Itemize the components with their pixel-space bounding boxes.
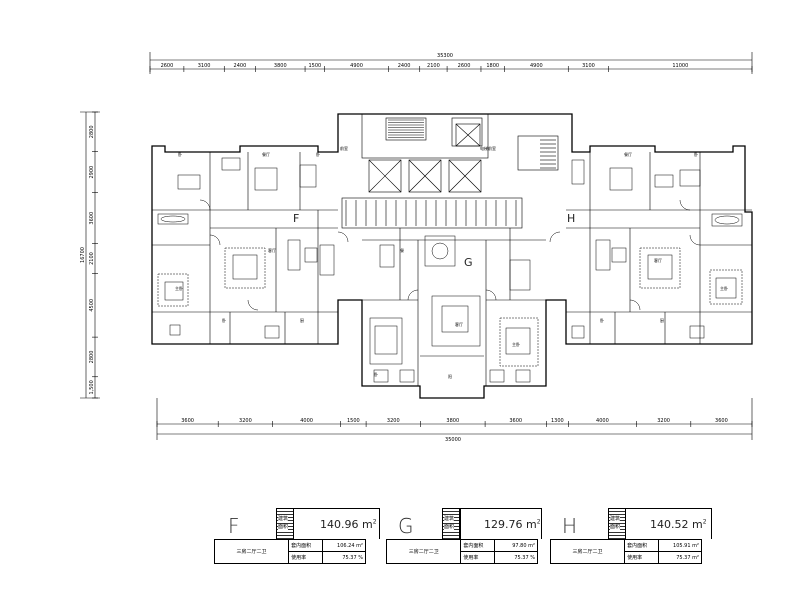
unit-letters: F G H xyxy=(293,212,575,269)
bottom-dim-segment-label: 3600 xyxy=(509,418,522,424)
left-dim-segment-label: 2800 xyxy=(89,125,95,138)
area-hatch-icon: 建筑 面积 xyxy=(276,508,294,540)
svg-text:客厅: 客厅 xyxy=(455,321,463,327)
furniture xyxy=(157,157,743,383)
summary-f: F 建筑 面积 140.96 m2 三房二厅二卫 套内面积 106.24 m² … xyxy=(213,508,380,568)
value-usage-rate: 75.37 % xyxy=(494,551,538,564)
bottom-dim-segment-label: 4000 xyxy=(300,418,313,424)
top-dim-segment-label: 2600 xyxy=(458,63,471,69)
area-table: 三房二厅二卫 套内面积 97.80 m² 使用率 75.37 % xyxy=(385,539,538,564)
left-total-dimension: 16700 xyxy=(80,247,86,263)
unit-letter-f: F xyxy=(293,212,299,225)
svg-text:餐厅: 餐厅 xyxy=(624,151,632,157)
svg-text:卧: 卧 xyxy=(178,151,182,157)
bottom-dim-segment-label: 1500 xyxy=(347,418,360,424)
label-inner-area: 套内面积 xyxy=(288,539,323,552)
left-dim-segment-label: 1,500 xyxy=(89,380,95,394)
unit-letter-g: G xyxy=(464,256,473,269)
label-usage-rate: 使用率 xyxy=(460,551,496,564)
top-dim-segment-label: 2400 xyxy=(398,63,411,69)
svg-text:前室: 前室 xyxy=(340,145,348,151)
left-dimension-lines xyxy=(80,111,100,399)
bottom-dimension-lines xyxy=(156,398,753,440)
bottom-dim-segment-label: 3200 xyxy=(387,418,400,424)
svg-text:餐厅: 餐厅 xyxy=(262,151,270,157)
svg-text:主卧: 主卧 xyxy=(512,341,520,347)
top-dimension-lines xyxy=(149,52,753,74)
room-partitions xyxy=(152,152,752,386)
left-dim-segment-label: 2900 xyxy=(89,166,95,179)
left-dim-segment-label: 3600 xyxy=(89,212,95,225)
area-table: 三房二厅二卫 套内面积 105.91 m² 使用率 75.37 m² xyxy=(549,539,703,564)
room-labels: 卧 餐厅 卧 客厅 主卧 卧 厨 卧 阳 客厅 主卧 餐 餐厅 卧 客厅 主卧 … xyxy=(175,145,728,379)
door-swings xyxy=(199,199,701,311)
area-hatch-icon: 建筑 面积 xyxy=(442,508,460,540)
bottom-dim-segment-label: 3800 xyxy=(446,418,459,424)
building-area: 140.96 m2 xyxy=(320,518,377,531)
svg-text:卧: 卧 xyxy=(374,371,378,377)
left-dim-segment-label: 4500 xyxy=(89,299,95,312)
label-usage-rate: 使用率 xyxy=(288,551,323,564)
top-dim-segment-label: 1800 xyxy=(486,63,499,69)
dimension-texts: 35300 35000 16700 2600 3100 2400 3800 1500 49… xyxy=(80,53,728,443)
bottom-dim-segment-label: 3200 xyxy=(657,418,670,424)
left-dim-segment-label: 2800 xyxy=(89,351,95,364)
building-outline xyxy=(151,113,753,399)
svg-text:卧: 卧 xyxy=(222,317,226,323)
svg-text:卧: 卧 xyxy=(694,151,698,157)
top-dim-segment-label: 2400 xyxy=(234,63,247,69)
value-usage-rate: 75.37 m² xyxy=(657,551,703,564)
value-inner-area: 106.24 m² xyxy=(321,539,367,552)
summary-letter: G xyxy=(398,514,414,538)
svg-text:厨: 厨 xyxy=(660,317,664,323)
svg-text:厨: 厨 xyxy=(300,317,304,323)
svg-text:卧: 卧 xyxy=(316,151,320,157)
summary-h: H 建筑 面积 140.52 m2 三房二厅二卫 套内面积 105.91 m² … xyxy=(549,508,714,568)
label-inner-area: 套内面积 xyxy=(460,539,496,552)
label-usage-rate: 使用率 xyxy=(624,551,659,564)
top-dim-segment-label: 4900 xyxy=(350,63,363,69)
building-area: 140.52 m2 xyxy=(650,518,707,531)
top-total-dimension: 35300 xyxy=(437,53,453,59)
room-type: 三房二厅二卫 xyxy=(549,539,626,564)
svg-text:主卧: 主卧 xyxy=(720,285,728,291)
top-dim-segment-label: 11000 xyxy=(672,63,688,69)
building-area: 129.76 m2 xyxy=(484,518,541,531)
svg-text:阳: 阳 xyxy=(448,373,452,379)
summary-g: G 建筑 面积 129.76 m2 三房二厅二卫 套内面积 97.80 m² 使… xyxy=(385,508,550,568)
summary-letter: F xyxy=(228,514,240,538)
summary-letter: H xyxy=(562,514,578,538)
bottom-dim-segment-label: 1300 xyxy=(551,418,564,424)
top-dim-segment-label: 1500 xyxy=(308,63,321,69)
area-hatch-icon: 建筑 面积 xyxy=(608,508,626,540)
bottom-dim-segment-label: 4000 xyxy=(596,418,609,424)
room-type: 三房二厅二卫 xyxy=(385,539,462,564)
core-stair-elevators xyxy=(341,113,559,229)
top-dim-segment-label: 4900 xyxy=(530,63,543,69)
room-type: 三房二厅二卫 xyxy=(213,539,290,564)
bottom-dim-segment-label: 3600 xyxy=(181,418,194,424)
bottom-total-dimension: 35000 xyxy=(445,437,461,443)
svg-text:主卧: 主卧 xyxy=(175,285,183,291)
unit-letter-h: H xyxy=(567,212,575,225)
top-dim-segment-label: 2100 xyxy=(427,63,440,69)
svg-text:电梯前室: 电梯前室 xyxy=(480,145,496,151)
value-usage-rate: 75.37 % xyxy=(321,551,367,564)
top-dim-segment-label: 3800 xyxy=(274,63,287,69)
svg-text:客厅: 客厅 xyxy=(268,247,276,253)
bottom-dim-segment-label: 3600 xyxy=(715,418,728,424)
top-dim-segment-label: 3100 xyxy=(198,63,211,69)
svg-text:卧: 卧 xyxy=(600,317,604,323)
bottom-dim-segment-label: 3200 xyxy=(239,418,252,424)
value-inner-area: 97.80 m² xyxy=(494,539,538,552)
label-inner-area: 套内面积 xyxy=(624,539,659,552)
left-dim-segment-label: 2100 xyxy=(89,252,95,265)
svg-text:客厅: 客厅 xyxy=(654,257,662,263)
top-dim-segment-label: 2600 xyxy=(161,63,174,69)
svg-text:餐: 餐 xyxy=(400,247,404,253)
area-table: 三房二厅二卫 套内面积 106.24 m² 使用率 75.37 % xyxy=(213,539,367,564)
value-inner-area: 105.91 m² xyxy=(657,539,703,552)
top-dim-segment-label: 3100 xyxy=(582,63,595,69)
